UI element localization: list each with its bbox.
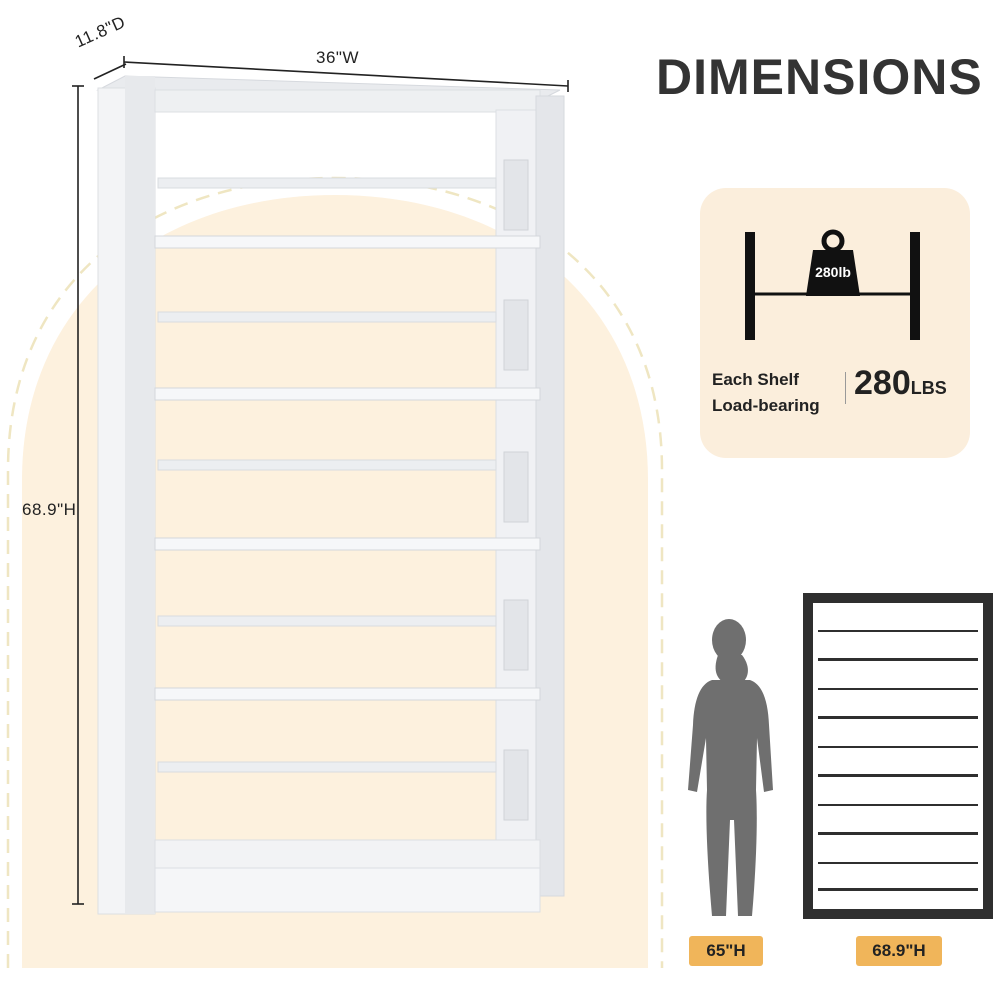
side-slot-3 <box>503 451 529 523</box>
load-value: 280LBS <box>854 364 947 403</box>
load-unit: LBS <box>910 378 947 398</box>
dark-shelf-5 <box>818 746 978 748</box>
dark-shelf-3 <box>818 688 978 690</box>
shelf-board-4 <box>154 687 541 701</box>
dark-shelf-10 <box>818 888 978 891</box>
load-description: Each Shelf Load-bearing <box>712 367 820 419</box>
dark-bookshelf <box>803 593 993 919</box>
dark-shelf-4 <box>818 716 978 719</box>
side-slot-4 <box>503 599 529 671</box>
dark-shelf-6 <box>818 774 978 777</box>
back-rail-4 <box>157 615 497 627</box>
white-bookshelf <box>96 75 565 915</box>
dark-shelf-8 <box>818 832 978 835</box>
dark-shelf-7 <box>818 804 978 806</box>
page-title: DIMENSIONS <box>656 49 983 105</box>
back-rail-2 <box>157 311 497 323</box>
weight-icon <box>806 250 860 296</box>
shelf-board-2 <box>154 387 541 401</box>
side-slot-2 <box>503 299 529 371</box>
side-slot-5 <box>503 749 529 821</box>
shelf-height-badge: 68.9"H <box>856 936 942 966</box>
load-line-2: Load-bearing <box>712 396 820 415</box>
width-label: 36"W <box>316 48 359 67</box>
weight-icon-label: 280lb <box>815 264 851 280</box>
back-rail-1 <box>157 177 497 189</box>
shelf-board-3 <box>154 537 541 551</box>
load-divider <box>845 372 846 404</box>
load-icon <box>745 229 920 340</box>
shelf-slots <box>503 159 529 821</box>
dark-shelf-2 <box>818 658 978 661</box>
shelf-board-1 <box>154 235 541 249</box>
shelf-boards <box>154 177 541 773</box>
person-height-badge: 65"H <box>689 936 763 966</box>
dark-shelf-boards <box>818 630 978 891</box>
dark-shelf-1 <box>818 630 978 632</box>
side-slot-1 <box>503 159 529 231</box>
load-number: 280 <box>854 364 911 402</box>
dark-shelf-9 <box>818 862 978 864</box>
back-rail-5 <box>157 761 497 773</box>
back-rail-3 <box>157 459 497 471</box>
person-silhouette <box>688 619 773 916</box>
height-label: 68.9"H <box>22 500 77 519</box>
dimension-lines <box>72 56 569 905</box>
load-line-1: Each Shelf <box>712 370 799 389</box>
